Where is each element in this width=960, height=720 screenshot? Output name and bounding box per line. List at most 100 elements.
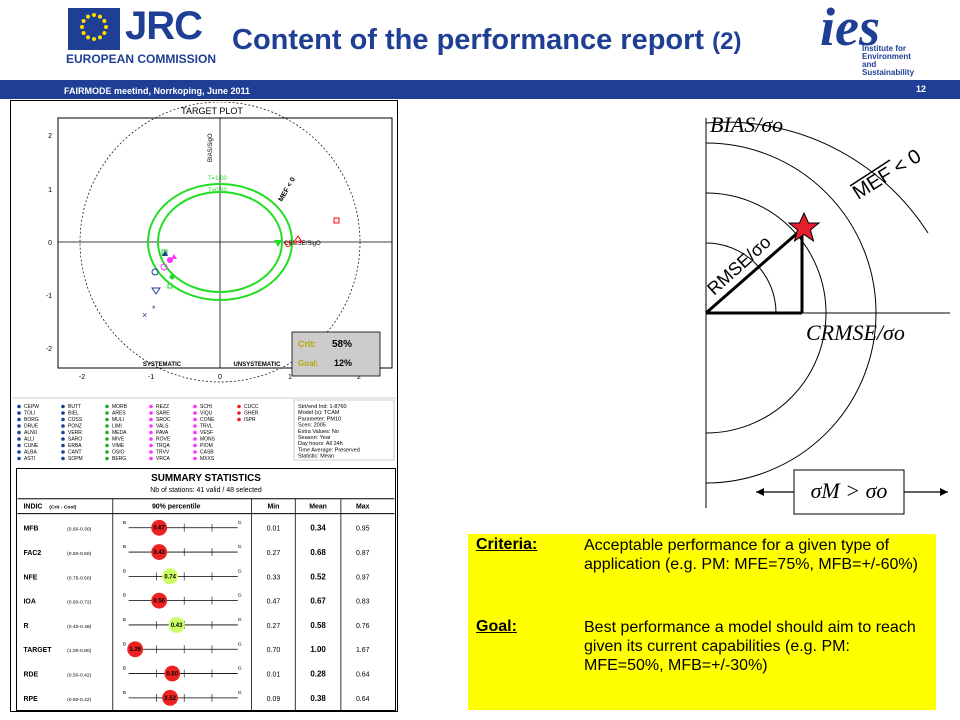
stat-mean: 0.58 bbox=[310, 621, 326, 630]
legend-marker bbox=[105, 437, 109, 441]
crit-value: 58% bbox=[332, 339, 352, 350]
percentile-marker bbox=[168, 617, 185, 633]
legend-marker bbox=[237, 411, 241, 415]
plot-frame bbox=[57, 117, 393, 369]
percentile-value: 0.43 bbox=[171, 623, 183, 629]
percentile-marker bbox=[127, 641, 144, 658]
bar-g-label: G bbox=[238, 690, 242, 696]
target-plot-title: TARGET PLOT bbox=[181, 106, 243, 116]
info-line: Time Average: Preserved bbox=[298, 447, 360, 453]
percentile-value: 0.50 bbox=[166, 672, 178, 678]
mean-header: Mean bbox=[309, 504, 327, 511]
y-tick: -2 bbox=[46, 346, 52, 353]
european-commission-text: EUROPEAN COMMISSION bbox=[66, 52, 217, 66]
sigma-label: σM > σo bbox=[811, 478, 888, 503]
outer-arc bbox=[705, 121, 929, 234]
goal-text: Best performance a model should aim to r… bbox=[584, 619, 916, 674]
eu-flag-logo bbox=[68, 8, 120, 50]
bar-b-label: B bbox=[123, 617, 127, 623]
stat-max: 0.64 bbox=[356, 696, 370, 703]
unsystematic-label: UNSYSTEMATIC bbox=[234, 362, 282, 368]
legend-station: VIME bbox=[112, 443, 125, 449]
legend-marker bbox=[149, 450, 153, 454]
bar-g-label: G bbox=[238, 544, 242, 550]
stat-min: 0.70 bbox=[267, 647, 281, 654]
stat-range: (0.60-0.30) bbox=[67, 527, 92, 533]
stat-name: FAC2 bbox=[24, 550, 42, 557]
legend-marker bbox=[193, 450, 197, 454]
legend-marker bbox=[193, 424, 197, 428]
legend-station: SARE bbox=[156, 411, 170, 417]
crit-cool-header: (Crit - Cool) bbox=[49, 505, 77, 511]
target-diagram: BIAS/σo CRMSE/σo RMSE/σo MEF < 0 σM > σo bbox=[703, 112, 950, 515]
info-line: Season: Year bbox=[298, 435, 331, 441]
stat-mean: 0.38 bbox=[310, 694, 326, 703]
stat-name: TARGET bbox=[24, 647, 53, 654]
stat-min: 0.01 bbox=[267, 526, 281, 533]
ies-line: and bbox=[862, 60, 877, 69]
legend-station: PIOM bbox=[200, 443, 213, 449]
legend-station: BORG bbox=[24, 417, 39, 423]
legend-station: CASB bbox=[200, 450, 214, 456]
bar-g-label: G bbox=[238, 666, 242, 672]
legend-marker bbox=[17, 437, 21, 441]
legend-marker bbox=[193, 437, 197, 441]
legend-station: ALLI bbox=[24, 437, 34, 443]
bias-label: BIAS/σo bbox=[710, 112, 783, 137]
min-header: Min bbox=[267, 504, 279, 511]
legend-station: ERBA bbox=[68, 443, 82, 449]
legend-station: MEDA bbox=[112, 430, 127, 436]
legend-marker bbox=[105, 443, 109, 448]
legend-marker bbox=[237, 404, 241, 409]
goal-label: Goal: bbox=[476, 618, 517, 635]
x-tick: 1 bbox=[288, 374, 292, 381]
legend-marker bbox=[149, 437, 153, 441]
crmse-axis-label: CRMSE/SigO bbox=[284, 241, 321, 247]
legend-marker bbox=[149, 417, 153, 422]
legend-marker bbox=[149, 424, 153, 428]
legend-station: BIEL bbox=[68, 411, 79, 417]
legend-station: ALBA bbox=[24, 450, 37, 456]
stat-min: 0.09 bbox=[267, 696, 281, 703]
x-tick: 2 bbox=[357, 374, 361, 381]
station-legend: CEPWTOLIBORGDRUEALNUALLICUNEALBAASTIBUTT… bbox=[17, 404, 259, 462]
rmse-label: RMSE/σo bbox=[703, 232, 774, 299]
middle-arc bbox=[705, 142, 877, 484]
stat-range: (1.00-0.80) bbox=[67, 648, 92, 654]
ies-line: Environment bbox=[862, 52, 911, 61]
legend-station: VESF bbox=[200, 430, 213, 436]
legend-marker bbox=[105, 411, 109, 415]
legend-station: GHER bbox=[244, 411, 259, 417]
legend-marker bbox=[17, 456, 21, 461]
bar-b-label: B bbox=[123, 690, 127, 696]
title-number: (2) bbox=[712, 28, 742, 55]
stat-min: 0.27 bbox=[267, 623, 281, 630]
ies-logo-letters: ies bbox=[820, 0, 880, 57]
legend-marker bbox=[17, 411, 21, 415]
legend-marker bbox=[149, 404, 153, 409]
criteria-box: Criteria: Acceptable performance for a g… bbox=[468, 534, 936, 710]
legend-marker bbox=[17, 450, 21, 454]
t1-label: T=1.00 bbox=[208, 176, 228, 182]
legend-station: VERR bbox=[68, 430, 82, 436]
legend-marker bbox=[105, 417, 109, 422]
page-title: Content of the performance report (2) bbox=[232, 24, 742, 57]
legend-marker bbox=[193, 417, 197, 422]
bar-b-label: B bbox=[123, 641, 127, 647]
stat-name: RDE bbox=[24, 672, 39, 679]
bar-g-label: G bbox=[238, 593, 242, 599]
legend-station: TOLI bbox=[24, 411, 35, 417]
unit-circle bbox=[79, 102, 361, 383]
header-bar bbox=[0, 80, 960, 99]
stat-mean: 0.34 bbox=[310, 524, 326, 533]
ies-line: Sustainability bbox=[862, 68, 915, 77]
legend-marker bbox=[17, 417, 21, 422]
target-plot: TARGET PLOT T=1.00 T=0.50 CRMSE/SigO BIA… bbox=[12, 102, 396, 466]
stat-mean: 0.52 bbox=[310, 572, 326, 581]
percentile-marker bbox=[164, 665, 181, 682]
legend-marker bbox=[193, 430, 197, 435]
legend-marker bbox=[61, 443, 65, 448]
indic-header: INDIC bbox=[24, 504, 43, 511]
stat-min: 0.47 bbox=[267, 599, 281, 606]
percentile-marker bbox=[151, 592, 168, 609]
